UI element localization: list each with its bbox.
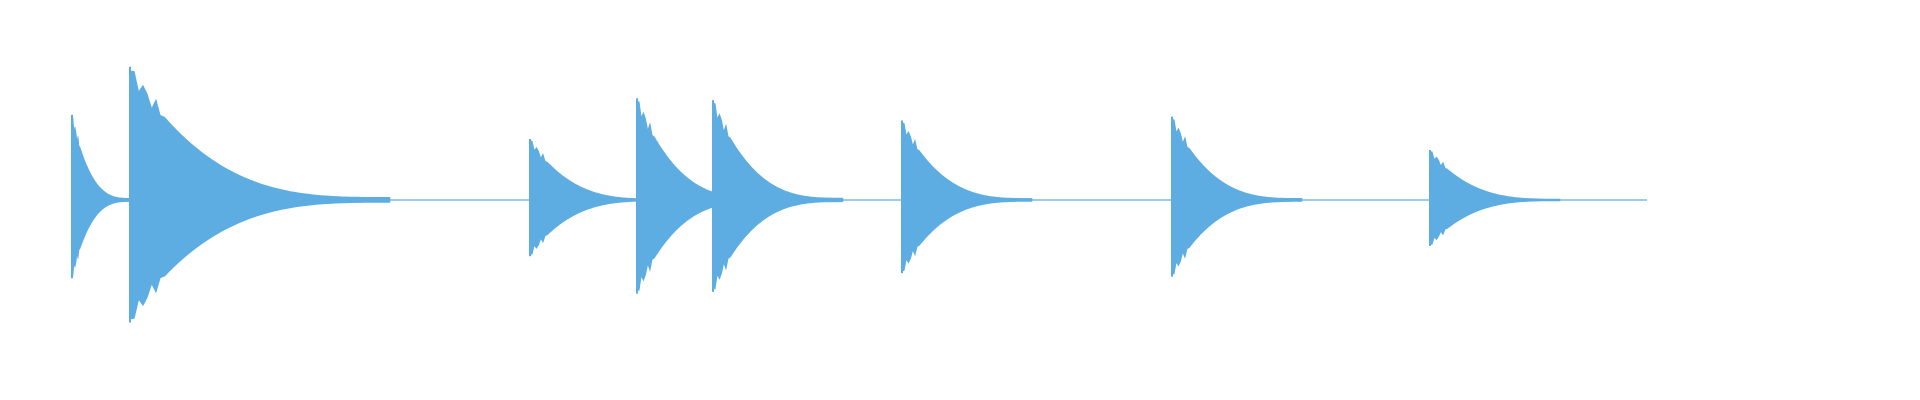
waveform-onset-2 (129, 66, 391, 323)
waveform-group (71, 66, 1647, 323)
waveform-onset-5 (712, 100, 844, 292)
waveform-onset-6 (901, 120, 1033, 274)
waveform-onset-7 (1171, 116, 1303, 277)
waveform-onset-1 (71, 114, 133, 279)
waveform-onset-8 (1429, 150, 1561, 246)
